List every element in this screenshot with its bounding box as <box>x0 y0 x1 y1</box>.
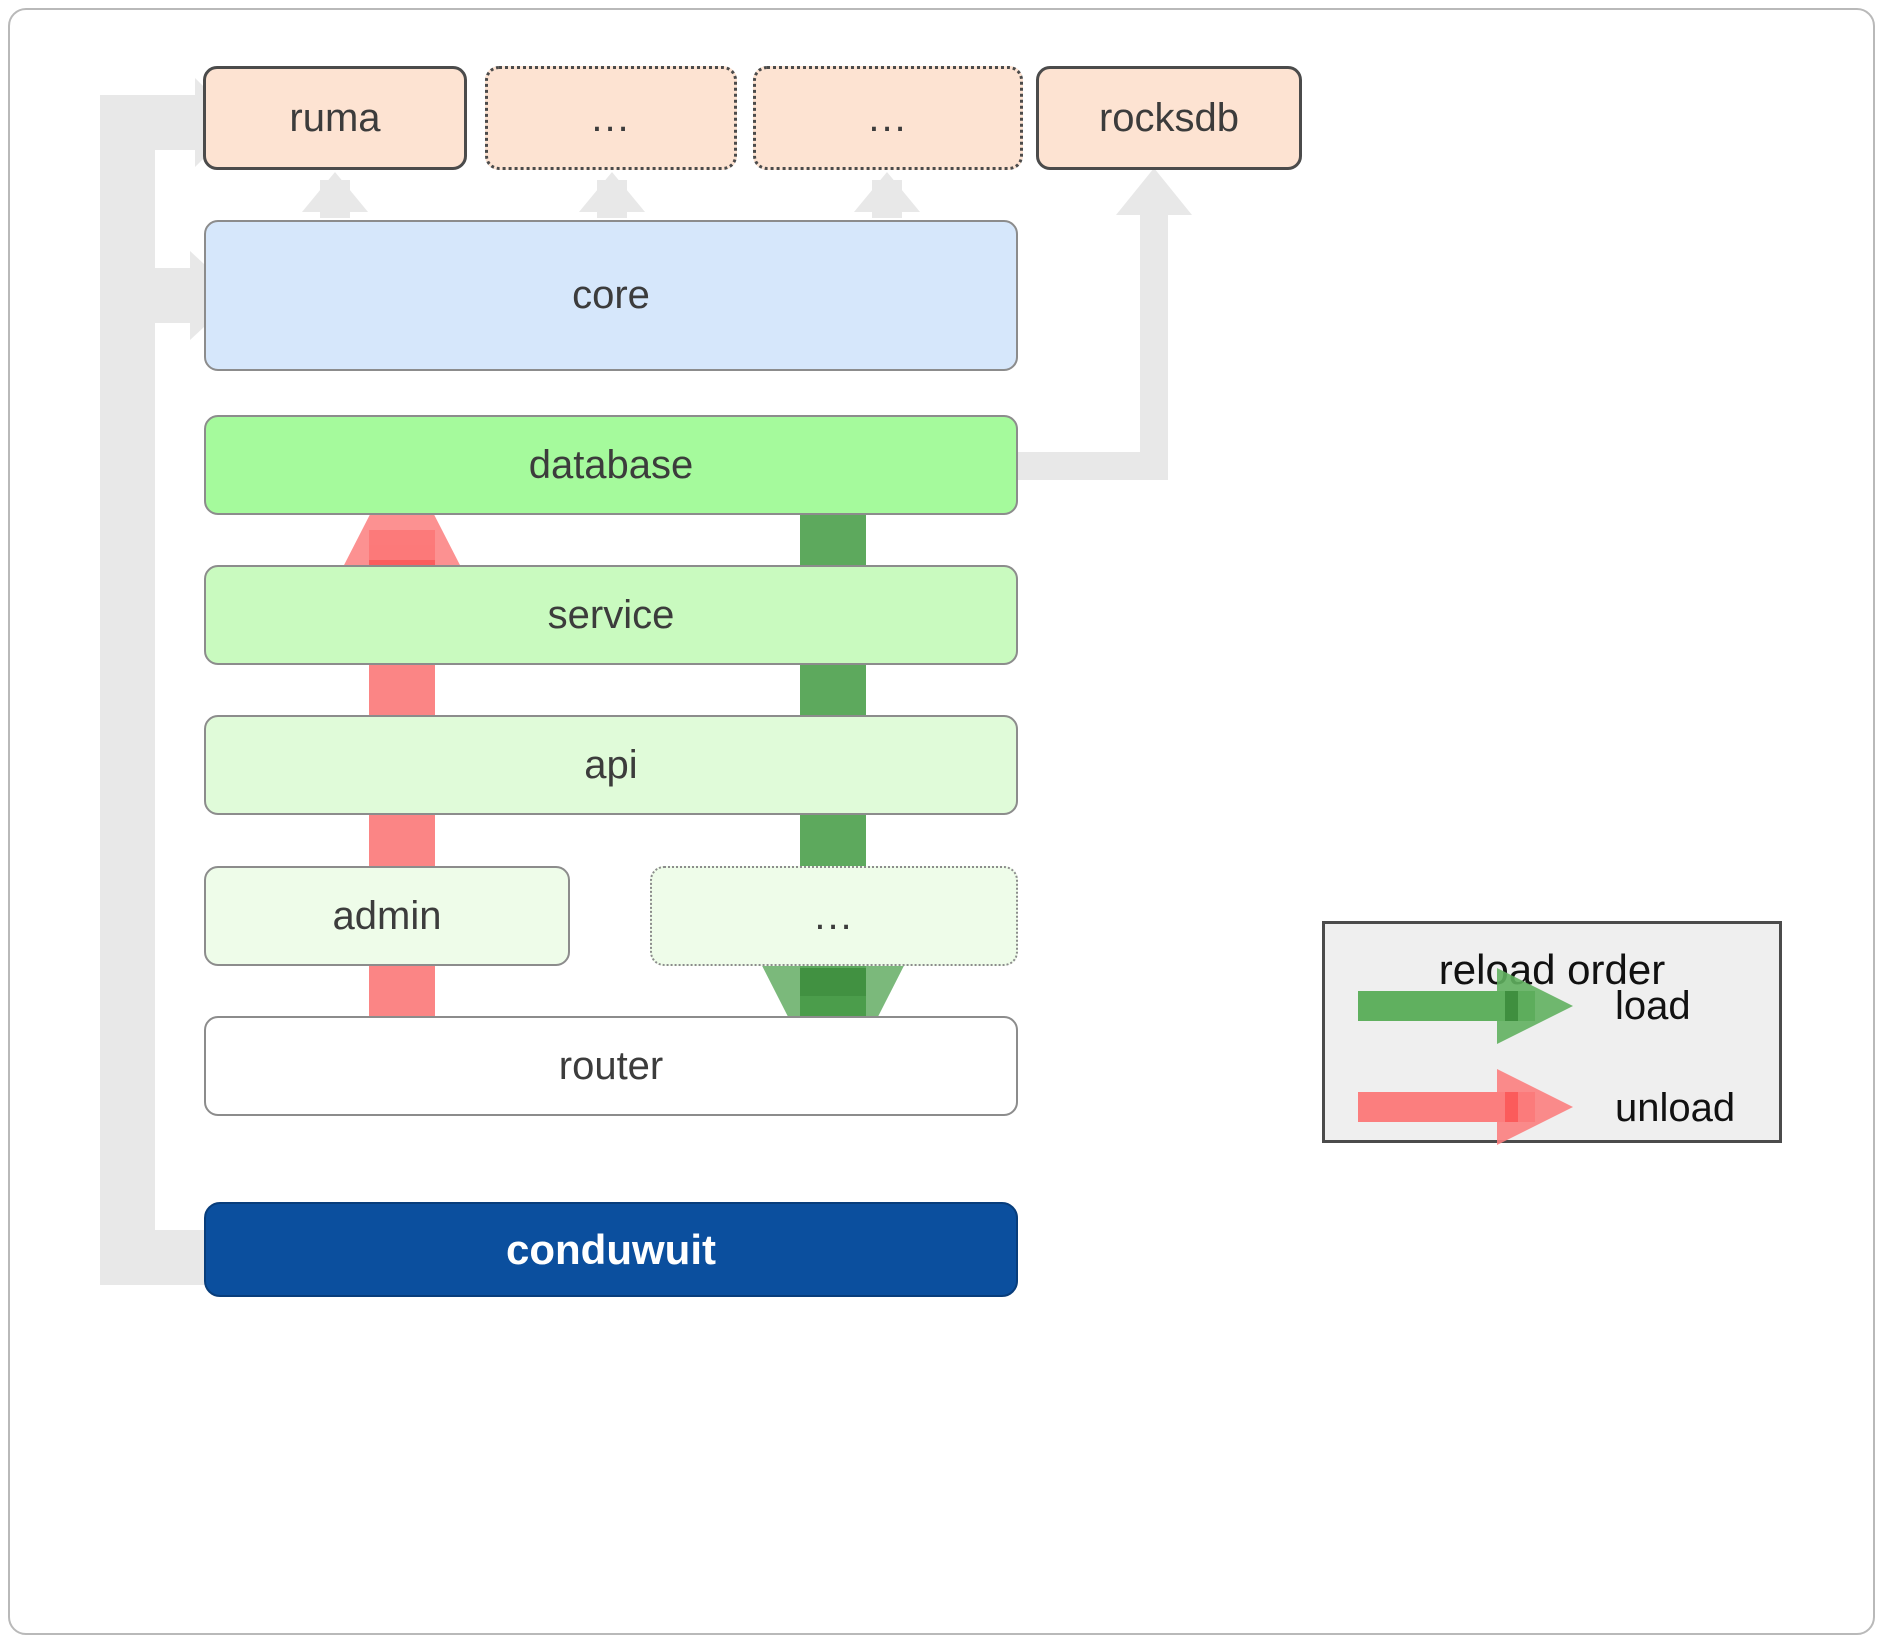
legend-load-arrow-icon <box>1358 968 1573 1044</box>
legend-title: reload order <box>1438 946 1666 993</box>
layer-label-api: api <box>584 742 638 787</box>
legend-icons <box>1358 968 1573 1145</box>
legend-panel: reload order load unload <box>1322 921 1782 1145</box>
layer-box-extra[interactable]: ... <box>650 866 1018 966</box>
layer-label-core: core <box>572 273 650 317</box>
legend-label-unload: unload <box>1615 1086 1736 1130</box>
layer-box-core[interactable]: core <box>204 220 1018 371</box>
legend-label-load: load <box>1615 984 1691 1028</box>
dependency-label-dep2: ... <box>591 96 631 140</box>
dependency-box-dep2[interactable]: ... <box>485 66 737 170</box>
dependency-box-rocksdb[interactable]: rocksdb <box>1036 66 1302 170</box>
layer-label-extra: ... <box>814 894 854 938</box>
layer-label-router: router <box>558 1043 664 1088</box>
layer-box-api[interactable]: api <box>204 715 1018 815</box>
layer-label-database: database <box>528 442 694 487</box>
dependency-label-rocksdb: rocksdb <box>1098 95 1240 140</box>
layer-label-admin: admin <box>332 893 442 938</box>
layer-box-database[interactable]: database <box>204 415 1018 515</box>
layer-box-admin[interactable]: admin <box>204 866 570 966</box>
dependency-box-ruma[interactable]: ruma <box>203 66 467 170</box>
binary-label-conduwuit: conduwuit <box>506 1225 716 1273</box>
dependency-box-dep3[interactable]: ... <box>753 66 1023 170</box>
legend-unload-arrow-icon <box>1358 1069 1573 1145</box>
layer-label-service: service <box>547 592 675 637</box>
dependency-label-ruma: ruma <box>289 95 381 140</box>
dependency-label-dep3: ... <box>868 96 908 140</box>
binary-box-conduwuit[interactable]: conduwuit <box>204 1202 1018 1297</box>
layer-box-router[interactable]: router <box>204 1016 1018 1116</box>
layer-box-service[interactable]: service <box>204 565 1018 665</box>
